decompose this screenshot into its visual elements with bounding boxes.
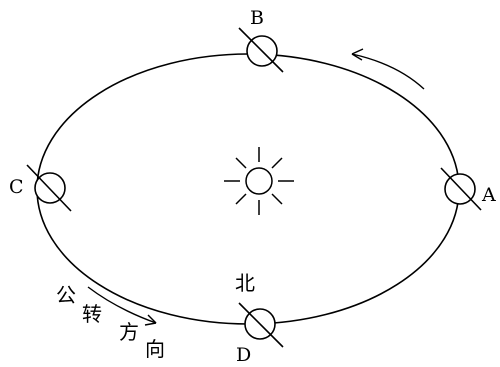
revolution-direction-char-2: 转	[82, 302, 102, 326]
revolution-direction-char-4: 向	[145, 337, 165, 361]
label-a: A	[481, 184, 496, 206]
sun-icon	[224, 147, 294, 215]
earth-icon-c	[27, 165, 71, 211]
label-c: C	[9, 176, 24, 198]
revolution-direction-char-3: 方	[119, 320, 139, 344]
earth-icon-d	[239, 303, 283, 347]
north-label: 北	[235, 271, 255, 295]
earth-icon-a	[441, 168, 481, 210]
earth-icon-b	[239, 28, 283, 72]
revolution-direction-char-1: 公	[56, 283, 76, 307]
label-b: B	[250, 7, 264, 29]
arrow-icon-top	[352, 49, 424, 89]
label-d: D	[236, 344, 251, 366]
